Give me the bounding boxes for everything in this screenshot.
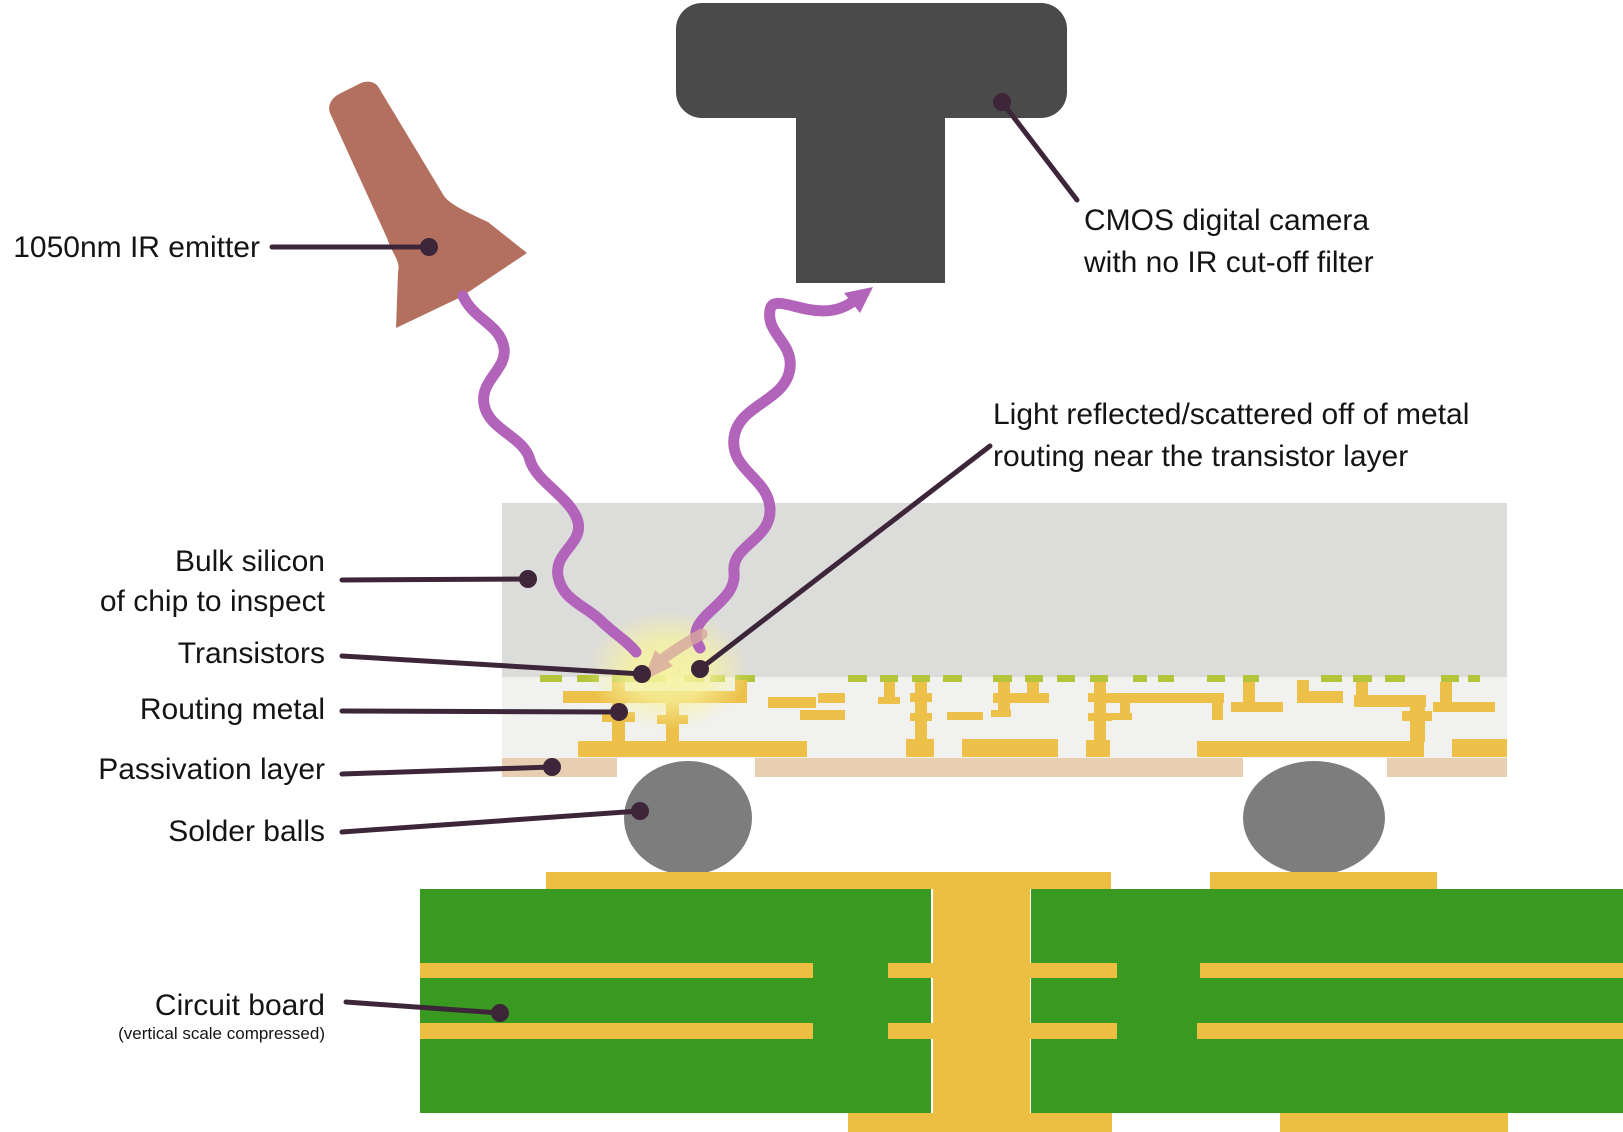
- board-bottom-pad-right: [1280, 1113, 1508, 1132]
- board-inner-traces: [420, 963, 1623, 1132]
- ir-beams: [457, 287, 873, 658]
- board-top-trace-left: [546, 872, 1111, 889]
- label-cmos-camera-line2: with no IR cut-off filter: [1084, 246, 1374, 279]
- camera-lens-barrel: [796, 100, 945, 283]
- label-reflected-light: Light reflected/scattered off of metal r…: [993, 394, 1469, 478]
- label-cmos-camera-line1: CMOS digital camera: [1084, 204, 1370, 237]
- label-routing-metal: Routing metal: [139, 693, 325, 726]
- label-solder-balls: Solder balls: [168, 815, 325, 848]
- label-ir-emitter: 1050nm IR emitter: [13, 231, 260, 264]
- ir-beam-reflected: [690, 293, 862, 654]
- circuit-board: [420, 872, 1623, 1132]
- beam-arrowhead: [844, 287, 873, 313]
- label-transistors: Transistors: [177, 637, 325, 670]
- label-circuit-board-note: (vertical scale compressed): [118, 1024, 325, 1043]
- cmos-camera-device: [676, 3, 1067, 283]
- label-bulk-silicon-line1: Bulk silicon: [174, 545, 325, 578]
- leader-lines: [269, 99, 1080, 1016]
- label-bulk-silicon-line2: of chip to inspect: [99, 585, 325, 618]
- label-bulk-silicon: Bulk silicon of chip to inspect: [0, 542, 325, 622]
- label-reflected-light-line1: Light reflected/scattered off of metal: [993, 398, 1470, 431]
- ir-beam-incident: [457, 290, 642, 658]
- board-substrate-left: [420, 889, 931, 1113]
- chip-pad-left: [578, 741, 807, 757]
- board-via: [933, 872, 1030, 1132]
- solder-ball-left: [624, 761, 752, 875]
- camera-head: [676, 3, 1067, 118]
- label-circuit-board: Circuit board (vertical scale compressed…: [0, 989, 325, 1044]
- label-reflected-light-line2: routing near the transistor layer: [993, 440, 1409, 473]
- board-bottom-pad-center: [848, 1113, 1112, 1132]
- label-passivation-layer: Passivation layer: [98, 753, 325, 786]
- transistor-layer: [540, 675, 1480, 682]
- board-substrate-right: [1031, 889, 1623, 1113]
- board-top-pad-right: [1210, 872, 1437, 889]
- label-circuit-board-title: Circuit board: [154, 989, 325, 1022]
- label-cmos-camera: CMOS digital camera with no IR cut-off f…: [1084, 200, 1374, 284]
- leader-dots: [420, 93, 1011, 1022]
- solder-ball-right: [1243, 761, 1385, 875]
- ir-emitter-device: [329, 81, 527, 328]
- solder-balls: [624, 761, 1385, 875]
- chip-pad-right: [1197, 741, 1424, 757]
